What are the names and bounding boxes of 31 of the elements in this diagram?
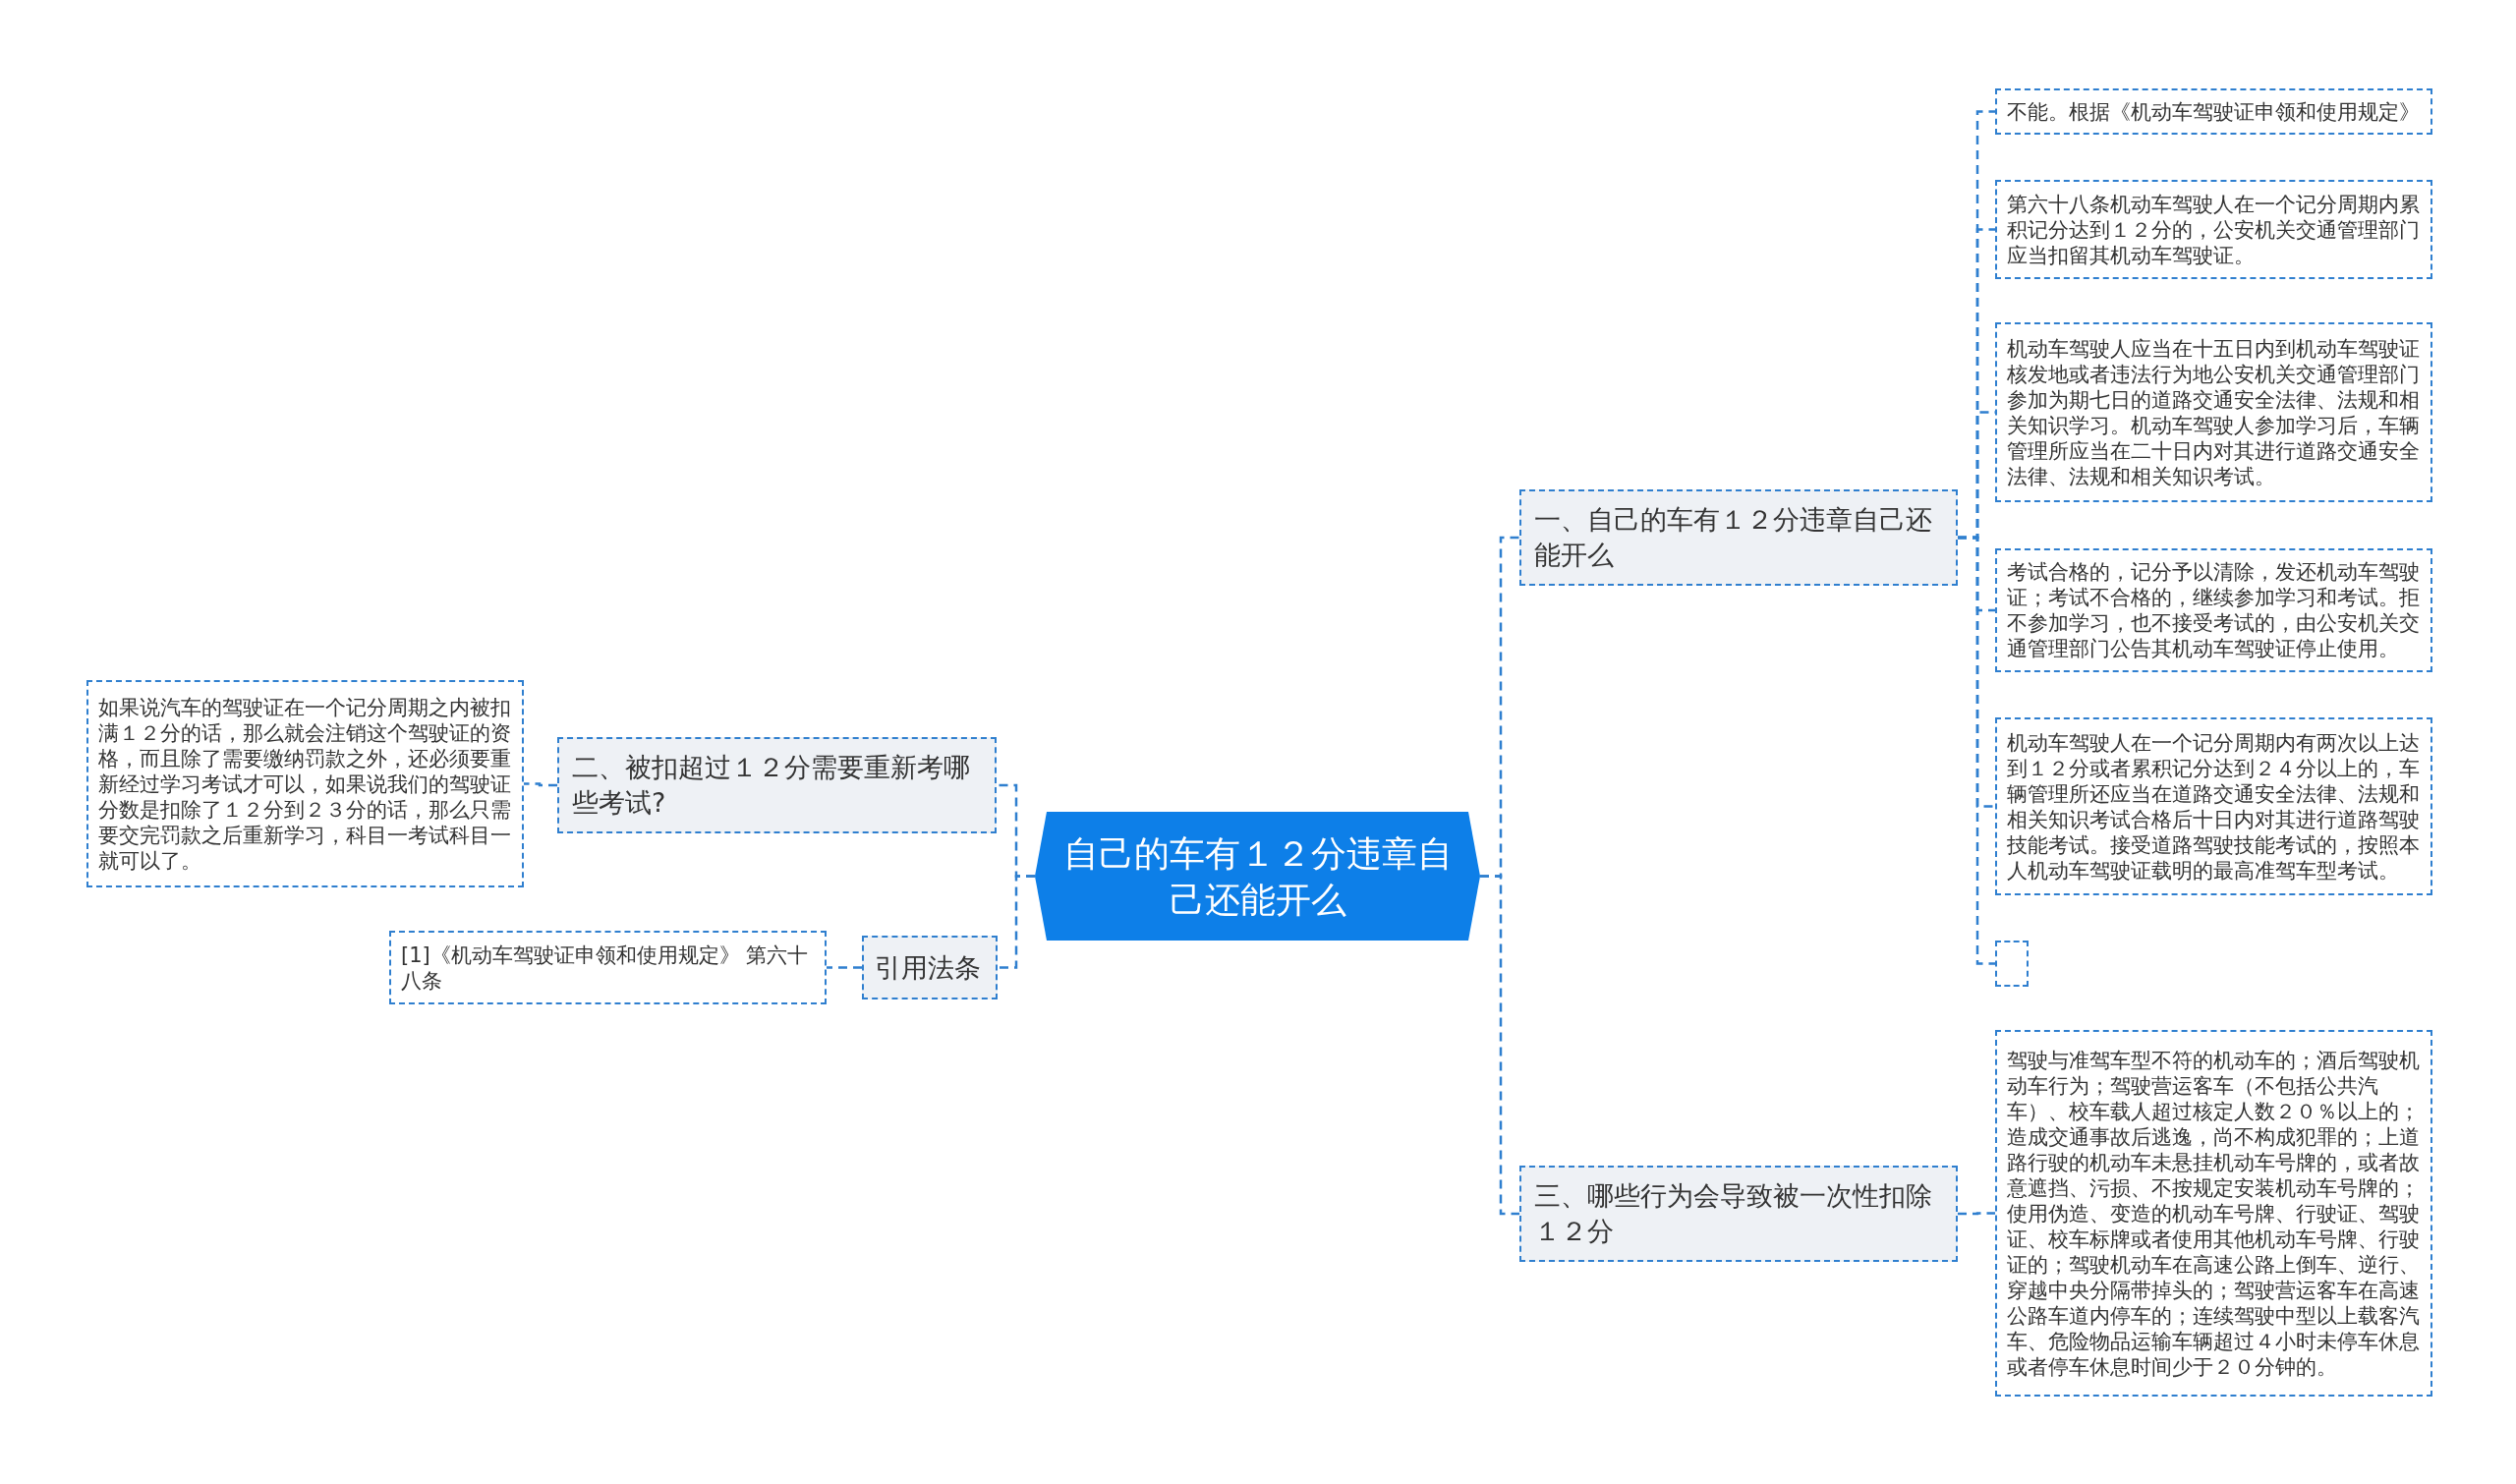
connector-line	[524, 782, 557, 787]
note-box	[389, 931, 827, 1004]
connector-line	[998, 875, 1035, 969]
topic-box	[862, 936, 998, 999]
connector-line	[1480, 875, 1519, 1216]
note-box	[1995, 717, 2432, 895]
topic-box	[1519, 1166, 1958, 1262]
topic-text: 一、自己的车有１２分违章自己还能开么	[1534, 503, 1933, 572]
note-text: [1]《机动车驾驶证申领和使用规定》 第六十八条	[401, 942, 810, 994]
note-text: 不能。根据《机动车驾驶证申领和使用规定》	[2007, 98, 2421, 125]
topic-box	[1519, 489, 1958, 586]
note-box	[1995, 88, 2432, 135]
topic-box	[557, 737, 997, 833]
note-box	[86, 680, 524, 887]
topic-text: 引用法条	[875, 950, 982, 985]
note-text: 考试合格的，记分予以清除，发还机动车驾驶证；考试不合格的，继续参加学习和考试。拒不参加学习，也不接受考试的，由公安机关交通管理部门公告其机动车驾驶证停止使用。	[2007, 559, 2421, 661]
central-topic-text: 自己的车有１２分违章自己还能开么	[1061, 831, 1454, 922]
connector-line	[1958, 536, 1995, 965]
note-box	[1995, 180, 2432, 279]
note-box	[1995, 322, 2432, 502]
empty-box	[1995, 941, 2029, 987]
connector-line	[827, 966, 862, 969]
note-text: 机动车驾驶人在一个记分周期内有两次以上达到１２分或者累积记分达到２４分以上的，车辆管理所还应当在道路交通安全法律、法规和相关知识考试合格后十日内对其进行道路驾驶技能考试。接受道路驾驶技能考试的，按照本人机动车驾驶证载明的最高准驾车型考试。	[2007, 729, 2421, 884]
note-text: 驾驶与准驾车型不符的机动车的；酒后驾驶机动车行为；驾驶营运客车（不包括公共汽车）、校车载人超过核定人数２０％以上的；造成交通事故后逃逸，尚不构成犯罪的；上道路行驶的机动车未悬挂机动车号牌的，或者故意遮挡、污损、不按规定安装机动车号牌的；使用伪造、变造的机动车号牌、行驶证、驾驶证、校车标牌或者使用其他机动车号牌、行驶证的；驾驶机动车在高速公路上倒车、逆行、穿越中央分隔带掉头的；驾驶营运客车在高速公路车道内停车的；连续驾驶中型以上载客汽车、危险物品运输车辆超过４小时未停车休息或者停车休息时间少于２０分钟的。	[2007, 1047, 2421, 1380]
topic-text: 二、被扣超过１２分需要重新考哪些考试?	[572, 751, 971, 820]
note-text: 第六十八条机动车驾驶人在一个记分周期内累积记分达到１２分的，公安机关交通管理部门应当扣留其机动车驾驶证。	[2007, 191, 2421, 268]
note-text: 机动车驾驶人应当在十五日内到机动车驾驶证核发地或者违法行为地公安机关交通管理部门参加为期七日的道路交通安全法律、法规和相关知识学习。机动车驾驶人参加学习后，车辆管理所应当在二十日内对其进行道路交通安全法律、法规和相关知识考试。	[2007, 335, 2421, 489]
note-text: 如果说汽车的驾驶证在一个记分周期之内被扣满１２分的话，那么就会注销这个驾驶证的资格，而且除了需要缴纳罚款之外，还必须要重新经过学习考试才可以，如果说我们的驾驶证分数是扣除了１２分到２３分的话，那么只需要交完罚款之后重新学习，科目一考试科目一就可以了。	[98, 694, 512, 874]
topic-text: 三、哪些行为会导致被一次性扣除１２分	[1534, 1179, 1933, 1248]
connector-line	[1958, 1212, 1995, 1216]
note-box	[1995, 548, 2432, 672]
